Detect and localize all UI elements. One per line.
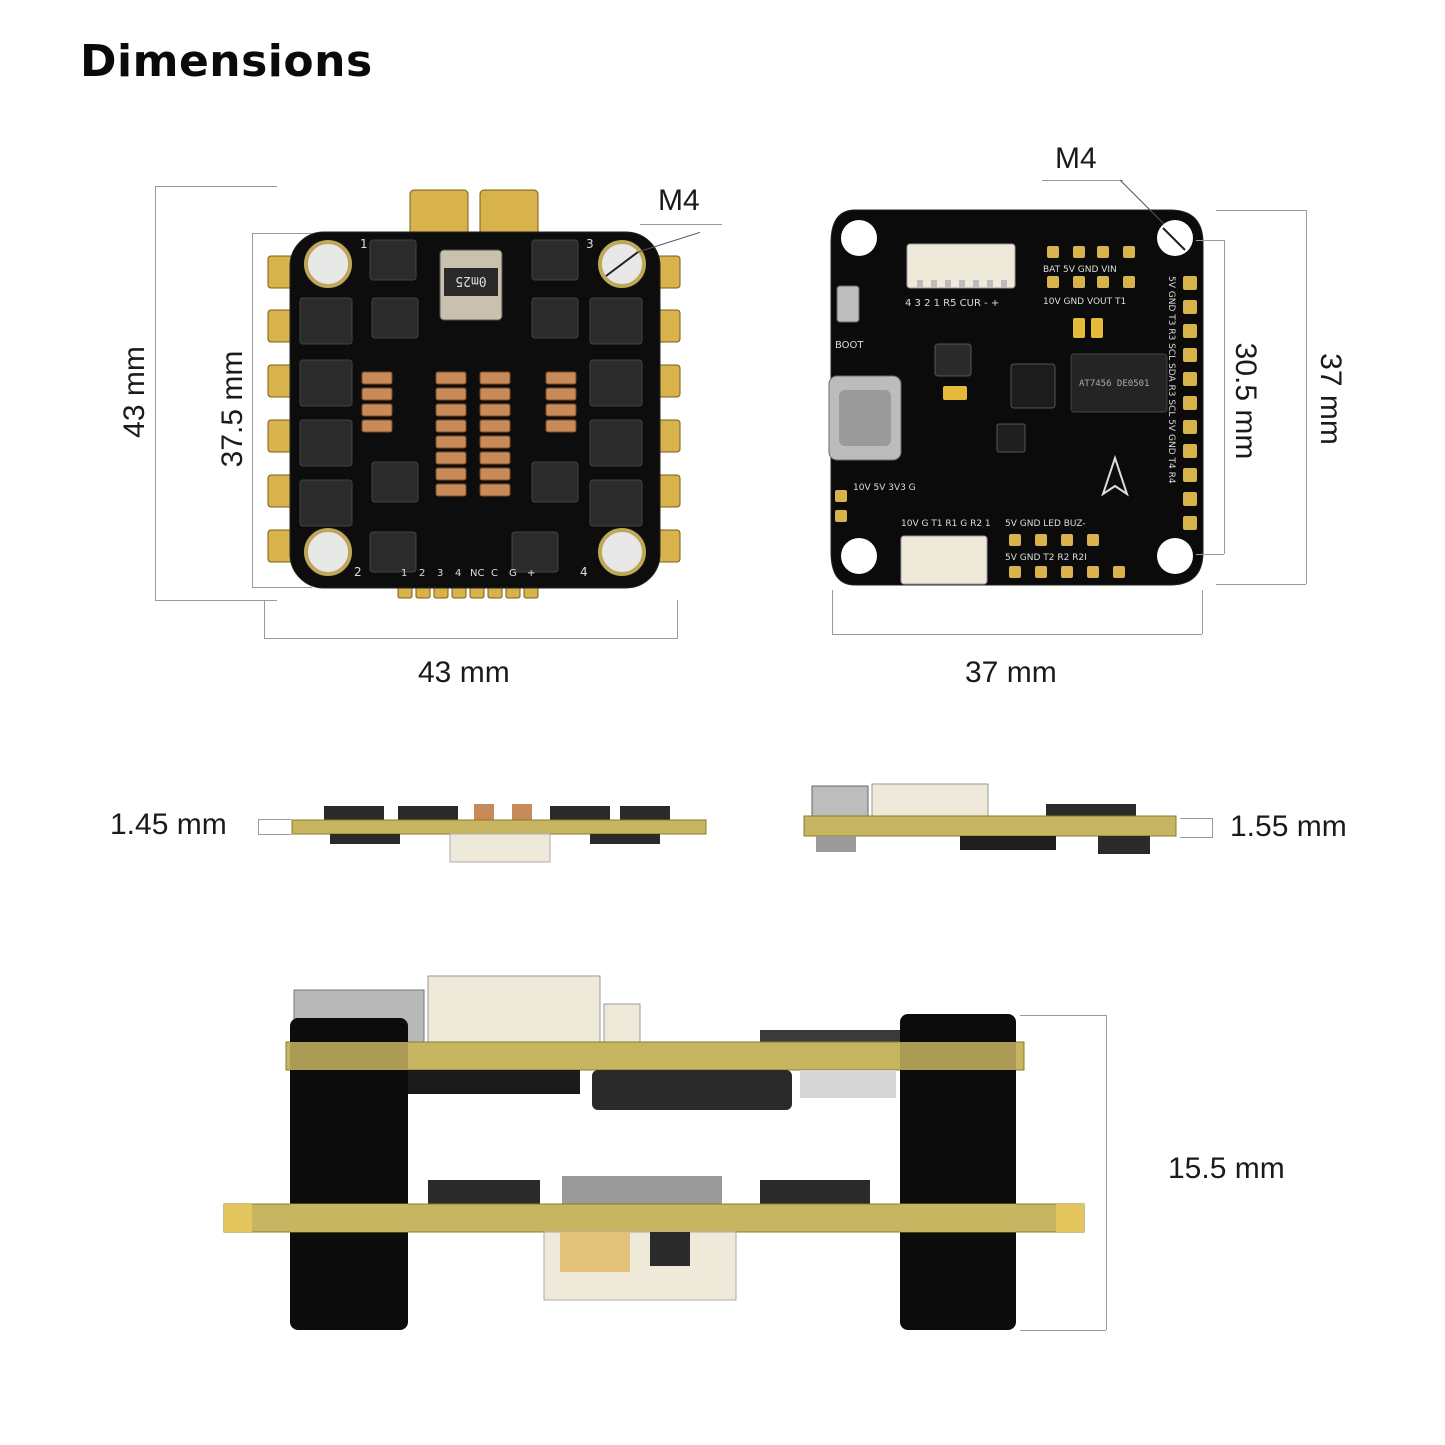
esc-thickness-bracket xyxy=(258,819,291,835)
esc-mounting-holes xyxy=(304,240,646,576)
fc-left-pads-label: 10V 5V 3V3 G xyxy=(853,483,916,493)
esc-power-pad-right xyxy=(479,189,539,237)
fc-screw-leader-diagonal xyxy=(1119,179,1165,225)
esc-mount-line xyxy=(252,233,253,587)
esc-screw-leader xyxy=(640,224,722,225)
stack-height-label: 15.5 mm xyxy=(1168,1152,1285,1185)
fc-gyro xyxy=(996,423,1026,453)
fc-boot-label: BOOT xyxy=(835,340,864,351)
fc-thickness-bracket xyxy=(1180,818,1213,838)
fc-bottom-pads-row1: 5V GND LED BUZ- xyxy=(1005,519,1086,529)
svg-text:3: 3 xyxy=(437,568,443,579)
fc-screw-label: M4 xyxy=(1055,142,1097,175)
fc-mcu-chip xyxy=(1010,363,1056,409)
esc-thickness-label: 1.45 mm xyxy=(110,808,227,841)
fc-connector-label: 4 3 2 1 R5 CUR - + xyxy=(905,298,999,309)
esc-inductor-text: 0m25 xyxy=(455,273,486,288)
stack-side-view xyxy=(223,975,1085,1330)
esc-width-line xyxy=(264,638,678,639)
esc-pin-labels: 1 2 3 4 NC C G + xyxy=(401,568,535,579)
esc-screw-label: M4 xyxy=(658,184,700,217)
svg-text:NC: NC xyxy=(470,568,484,579)
fc-bottom-connector-label: 10V G T1 R1 G R2 1 xyxy=(901,519,991,529)
esc-mount-label: 37.5 mm xyxy=(216,350,249,468)
fc-osd-chip-text: AT7456 DE0501 xyxy=(1079,379,1149,389)
fc-osd-chip xyxy=(1070,353,1168,413)
fc-side-pads xyxy=(1183,276,1197,530)
fc-top-pads-row2: 10V GND VOUT T1 xyxy=(1043,297,1126,307)
esc-power-pad-left xyxy=(409,189,469,237)
esc-height-line xyxy=(155,186,156,600)
fc-screw-leader xyxy=(1042,180,1122,181)
fc-width-line xyxy=(832,634,1202,635)
fc-height-line xyxy=(1306,210,1307,584)
fc-width-label: 37 mm xyxy=(965,656,1057,689)
fc-top-pads xyxy=(1047,246,1135,288)
fc-bottom-pads-row2: 5V GND T2 R2 R2I xyxy=(1005,553,1087,563)
fc-mounting-holes xyxy=(841,220,1193,574)
stack-height-line xyxy=(1106,1015,1107,1330)
esc-motor-number-2: 2 xyxy=(354,565,362,579)
fc-left-pads xyxy=(835,490,847,522)
page-title: Dimensions xyxy=(80,36,373,87)
esc-width-label: 43 mm xyxy=(418,656,510,689)
svg-text:+: + xyxy=(527,568,535,579)
svg-text:2: 2 xyxy=(419,568,425,579)
esc-side-profile xyxy=(291,804,707,863)
fc-thickness-label: 1.55 mm xyxy=(1230,810,1347,843)
fc-logo-icon xyxy=(1101,454,1129,497)
esc-height-label: 43 mm xyxy=(118,346,151,438)
esc-motor-number-4: 4 xyxy=(580,565,588,579)
fc-mount-line xyxy=(1224,240,1225,554)
fc-boot-button xyxy=(836,285,860,323)
fc-mount-label: 30.5 mm xyxy=(1229,342,1262,460)
esc-capacitors xyxy=(361,371,577,497)
svg-text:G: G xyxy=(509,568,517,579)
fc-top-pads-row1: BAT 5V GND VIN xyxy=(1043,265,1117,275)
fc-bottom-pads xyxy=(1009,534,1125,578)
fc-side-profile xyxy=(803,783,1177,854)
svg-text:1: 1 xyxy=(401,568,407,579)
fc-regulator xyxy=(934,343,972,377)
esc-mosfets xyxy=(299,239,643,573)
esc-board-top-view: 0m25 xyxy=(267,189,700,599)
stack-standoff-right xyxy=(900,1014,1016,1330)
svg-text:C: C xyxy=(491,568,498,579)
esc-motor-number-3: 3 xyxy=(586,237,594,251)
fc-height-label: 37 mm xyxy=(1314,353,1347,445)
stack-standoff-left xyxy=(290,1018,408,1330)
svg-text:4: 4 xyxy=(455,568,461,579)
fc-bottom-connector xyxy=(900,535,988,585)
fc-side-pads-label: 5V GND T3 R3 SCL SDA R3 SCL 5V GND T4 R4 xyxy=(1166,276,1176,484)
fc-board-top-view: 4 3 2 1 R5 CUR - + BAT 5V GND VIN 10V GN… xyxy=(828,209,1204,586)
esc-motor-number-1: 1 xyxy=(360,237,368,251)
